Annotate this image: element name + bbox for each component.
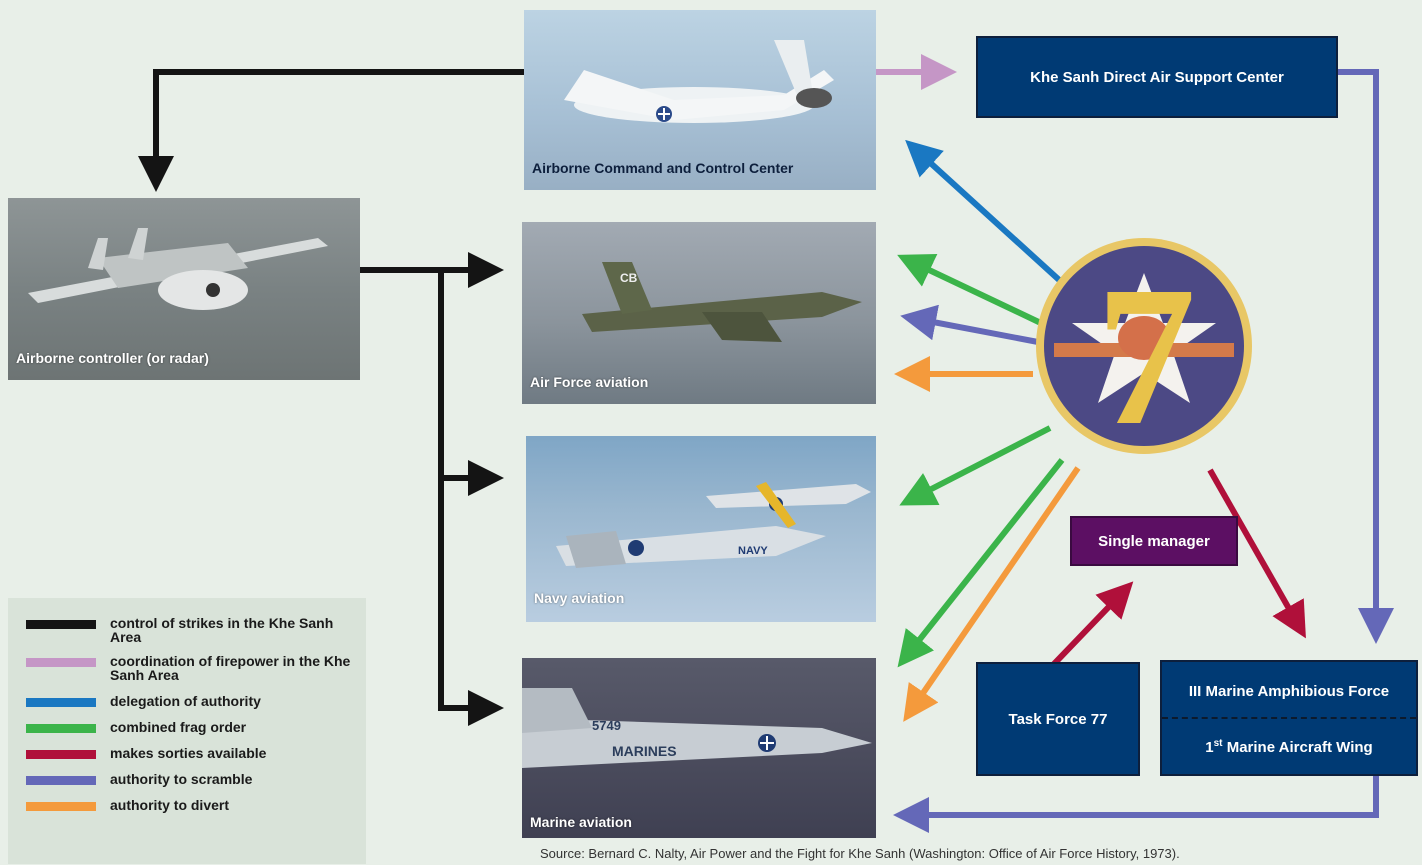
arrow-tf77-to-manager-red — [1050, 581, 1134, 668]
legend-swatch-divert — [26, 802, 96, 811]
single-manager-box[interactable]: Single manager — [1070, 516, 1238, 566]
legend-swatch-control — [26, 620, 96, 629]
legend-swatch-coordination — [26, 658, 96, 667]
legend-item: control of strikes in the Khe Sanh Area — [26, 616, 366, 644]
legend-item: makes sorties available — [26, 746, 366, 760]
legend-item: combined frag order — [26, 720, 366, 734]
arrow-dasc-to-maf — [1337, 69, 1394, 644]
controller-label: Airborne controller (or radar) — [16, 350, 209, 366]
airforce-tail-code: CB — [620, 271, 638, 285]
marine-tail-number: 5749 — [592, 718, 621, 733]
marine-wing-ordinal: st — [1213, 738, 1223, 749]
dasc-box[interactable]: Khe Sanh Direct Air Support Center — [976, 36, 1338, 118]
legend-label: makes sorties available — [110, 745, 267, 761]
dasc-label: Khe Sanh Direct Air Support Center — [1030, 68, 1284, 86]
marine-fuselage-text: MARINES — [612, 743, 677, 759]
controller-photo: Airborne controller (or radar) — [8, 198, 360, 380]
abccc-photo: Airborne Command and Control Center — [524, 10, 876, 190]
legend: control of strikes in the Khe Sanh Area … — [8, 598, 366, 864]
arrow-controller-to-marine — [438, 478, 504, 726]
navy-photo: NAVY Navy aviation — [526, 436, 876, 622]
legend-label: delegation of authority — [110, 693, 261, 709]
emblem-numeral: 7 — [1096, 246, 1196, 467]
seventh-air-force-emblem: 7 — [1036, 238, 1252, 467]
marine-photo: 5749 MARINES Marine aviation — [522, 658, 876, 838]
observation-aircraft-image — [28, 228, 328, 310]
legend-label: authority to scramble — [110, 771, 253, 787]
phantom-jet-image: 5749 MARINES — [522, 688, 872, 768]
airforce-photo: CB Air Force aviation — [522, 222, 876, 404]
arrow-7af-to-navy-green — [899, 425, 1052, 506]
legend-label: combined frag order — [110, 719, 247, 735]
marine-label: Marine aviation — [530, 814, 632, 830]
navy-marking: NAVY — [738, 545, 768, 557]
arrow-7af-to-abccc — [905, 139, 1071, 291]
source-citation: Source: Bernard C. Nalty, Air Power and … — [540, 846, 1180, 861]
transport-aircraft-image — [564, 40, 834, 123]
navy-jets-image: NAVY — [556, 482, 871, 568]
legend-item: coordination of firepower in the Khe San… — [26, 654, 366, 682]
legend-swatch-sorties — [26, 750, 96, 759]
task-force-label: Task Force 77 — [1008, 710, 1108, 728]
legend-swatch-delegation — [26, 698, 96, 707]
marine-wing-number: 1 — [1205, 739, 1214, 756]
legend-swatch-frag — [26, 724, 96, 733]
arrow-maf-to-marine — [893, 770, 1379, 833]
legend-label: coordination of firepower in the Khe San… — [110, 653, 351, 683]
marine-force-divider — [1162, 717, 1416, 719]
single-manager-label: Single manager — [1098, 532, 1210, 550]
navy-label: Navy aviation — [534, 590, 625, 606]
marine-force-box[interactable]: III Marine Amphibious Force 1st Marine A… — [1160, 660, 1418, 776]
legend-label: authority to divert — [110, 797, 230, 813]
legend-item: authority to divert — [26, 798, 366, 812]
airforce-label: Air Force aviation — [530, 374, 649, 390]
marine-force-label: III Marine Amphibious Force — [1188, 683, 1390, 700]
arrow-7af-to-airforce-purple — [900, 304, 1039, 345]
task-force-box[interactable]: Task Force 77 — [976, 662, 1140, 776]
arrow-7af-to-airforce-green — [897, 254, 1047, 328]
marine-wing-label: 1st Marine Aircraft Wing — [1162, 719, 1416, 769]
legend-item: delegation of authority — [26, 694, 366, 708]
arrow-controller-to-navy — [438, 270, 504, 496]
marine-wing-text: Marine Aircraft Wing — [1222, 739, 1373, 756]
arrow-7af-to-marine-orange — [903, 466, 1081, 722]
arrow-abccc-to-controller — [138, 69, 524, 192]
fighter-jet-image: CB — [582, 262, 862, 342]
legend-item: authority to scramble — [26, 772, 366, 786]
arrow-7af-to-marine-green — [897, 458, 1065, 668]
abccc-label: Airborne Command and Control Center — [532, 160, 794, 176]
legend-swatch-scramble — [26, 776, 96, 785]
legend-label: control of strikes in the Khe Sanh Area — [110, 615, 334, 645]
arrow-7af-to-maf-red — [1207, 468, 1306, 639]
